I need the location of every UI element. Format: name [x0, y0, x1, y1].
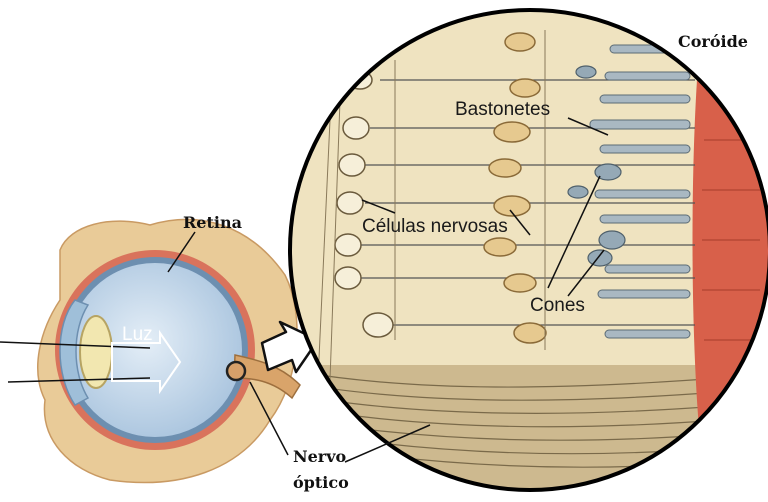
- bastonetes-label: Bastonetes: [455, 99, 550, 120]
- coroide-label: Coróide: [678, 32, 748, 51]
- cones-label: Cones: [530, 295, 585, 316]
- lens: [80, 316, 112, 388]
- nerve-fiber-layer: [280, 365, 768, 502]
- celulas-nervosas-label: Células nervosas: [362, 216, 508, 237]
- retina-label: Retina: [183, 213, 242, 232]
- luz-label: Luz: [122, 324, 153, 345]
- optico-label: óptico: [293, 473, 349, 492]
- coroide-pointer: [716, 58, 718, 100]
- nervo-label: Nervo: [293, 447, 347, 466]
- eye-cross-section: Luz: [0, 219, 300, 482]
- optic-disc: [227, 362, 245, 380]
